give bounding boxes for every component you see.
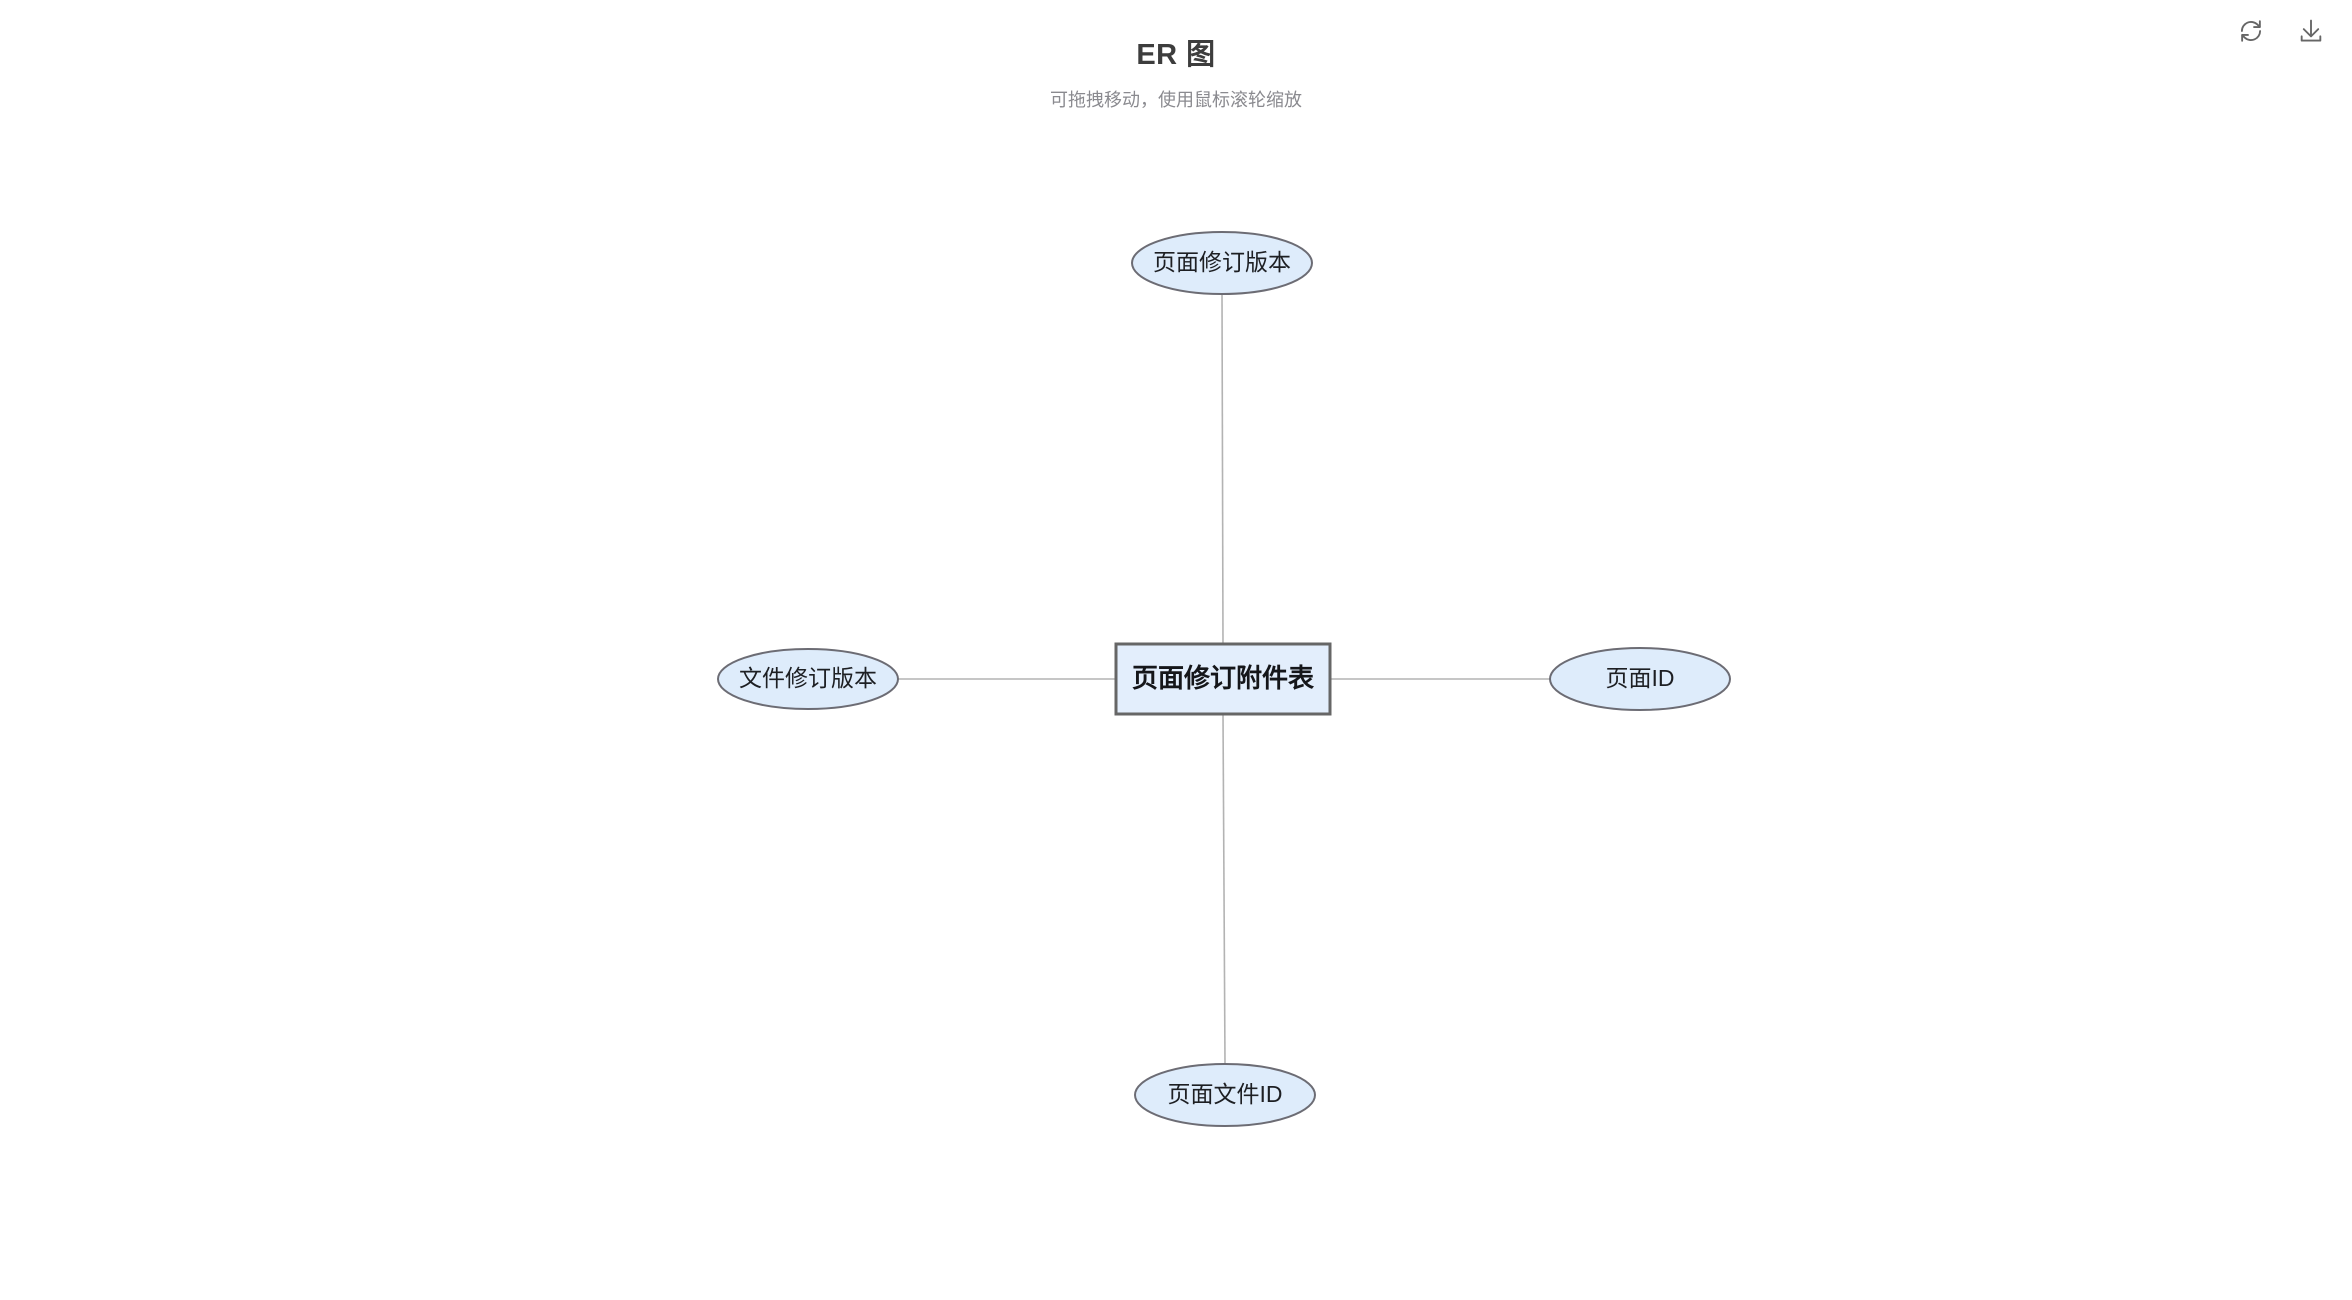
entity-rect[interactable] <box>1114 642 1332 716</box>
download-button[interactable] <box>2294 14 2328 48</box>
er-attribute-node[interactable]: 页面文件ID <box>1134 1063 1316 1127</box>
er-edge <box>1221 293 1224 645</box>
download-icon <box>2297 17 2325 45</box>
er-attribute-node[interactable]: 页面ID <box>1549 647 1731 711</box>
attribute-label: 页面修订版本 <box>1153 249 1291 275</box>
edges-layer <box>898 293 1550 1065</box>
er-edge <box>1222 713 1226 1065</box>
attribute-label: 页面ID <box>1606 665 1675 691</box>
er-entity-node[interactable]: 页面修订附件表 <box>1114 642 1332 716</box>
attribute-ellipse[interactable] <box>1549 647 1731 711</box>
attribute-ellipse[interactable] <box>1134 1063 1316 1127</box>
er-attribute-node[interactable]: 页面修订版本 <box>1131 231 1313 295</box>
reset-view-button[interactable] <box>2234 14 2268 48</box>
er-attribute-node[interactable]: 文件修订版本 <box>717 648 899 710</box>
attribute-ellipse[interactable] <box>1131 231 1313 295</box>
diagram-toolbar <box>2234 14 2328 48</box>
attribute-label: 文件修订版本 <box>739 665 877 691</box>
entity-label: 页面修订附件表 <box>1132 663 1315 693</box>
attribute-label: 页面文件ID <box>1168 1081 1283 1107</box>
attribute-ellipse[interactable] <box>717 648 899 710</box>
refresh-icon <box>2237 17 2265 45</box>
